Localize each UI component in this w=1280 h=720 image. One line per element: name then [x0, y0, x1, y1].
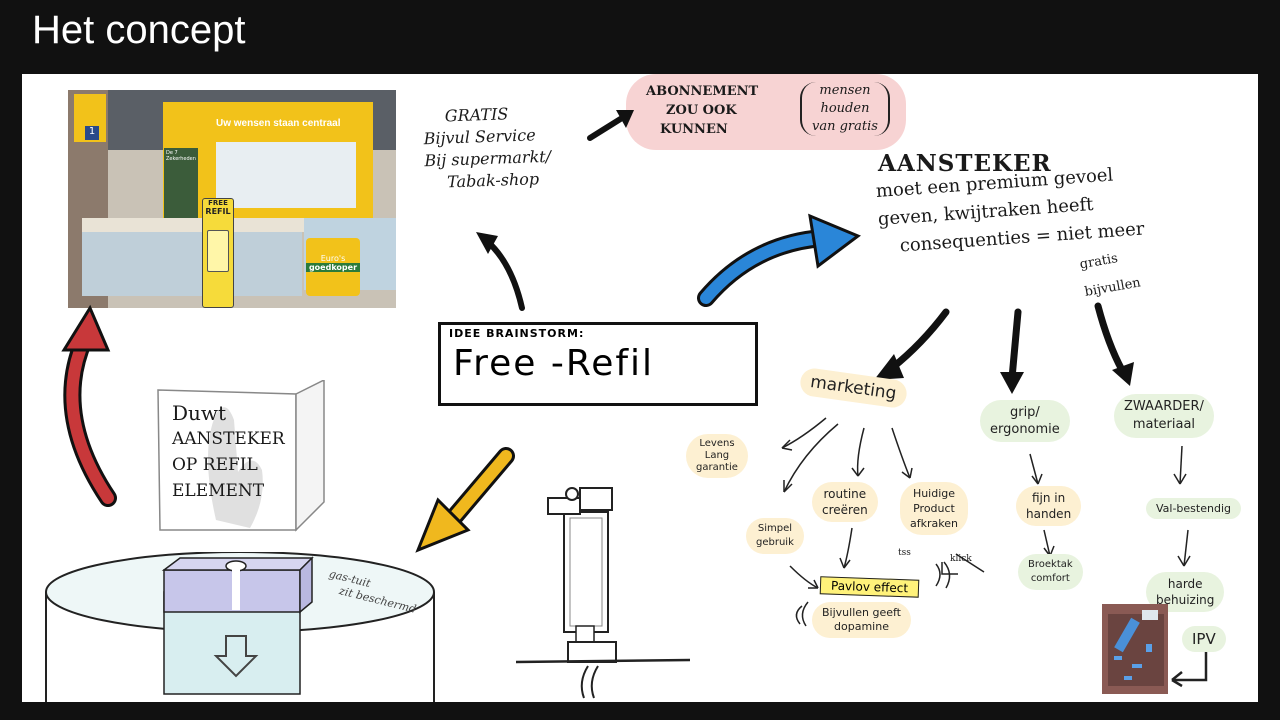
- routine-line: routine: [823, 487, 867, 501]
- yellow-arrow: [441, 447, 515, 531]
- item-levenslang: Levens Lang garantie: [686, 434, 748, 478]
- lighter-note: AANSTEKER moet een premium gevoel geven,…: [875, 150, 1145, 300]
- item-pavlov: Pavlov effect: [819, 576, 920, 598]
- sound-tss: tss: [898, 548, 911, 558]
- item-routine: routine creëren: [812, 482, 878, 522]
- box-line: ELEMENT: [172, 481, 265, 501]
- store-sign-board: De 7 Zekerheden: [164, 148, 198, 218]
- lighter-sketch: [515, 487, 691, 699]
- huidige-line: Huidige: [912, 487, 956, 500]
- box-sketch: Duwt AANSTEKER OP REFIL ELEMENT: [156, 380, 328, 534]
- pillar-label-2: goedkoper: [306, 263, 360, 272]
- comfort-line: Broektak: [1028, 559, 1073, 570]
- slide-title: Het concept: [32, 8, 246, 52]
- lighter-title: AANSTEKER: [878, 150, 1052, 177]
- handen-line: fijn in: [1031, 491, 1066, 505]
- item-simpel: Simpel gebruik: [746, 518, 804, 554]
- item-dopamine: Bijvullen geeft dopamine: [812, 602, 911, 638]
- levenslang-line: garantie: [696, 462, 738, 473]
- dopamine-line: Bijvullen geeft: [822, 606, 901, 619]
- store-banner: Uw wensen staan centraal: [216, 118, 341, 129]
- zwaarder-line: ZWAARDER/: [1124, 399, 1204, 414]
- item-ipv: IPV: [1182, 626, 1226, 652]
- subscription-aside: houden: [820, 101, 870, 116]
- concept-canvas: 1 Uw wensen staan centraal De 7 Zekerhed…: [22, 74, 1258, 702]
- item-val: Val-bestendig: [1146, 498, 1241, 519]
- grip-line: ergonomie: [990, 422, 1060, 437]
- zwaarder-line: materiaal: [1132, 417, 1196, 432]
- subscription-line: ZOU OOK: [666, 103, 737, 118]
- item-handen: fijn in handen: [1016, 486, 1082, 526]
- brainstorm-box: IDEE BRAINSTORM: Free -Refil: [438, 322, 758, 406]
- harde-line: harde: [1167, 577, 1203, 591]
- levenslang-line: Lang: [704, 450, 730, 461]
- red-arrow: [63, 331, 117, 507]
- item-comfort: Broektak comfort: [1018, 554, 1083, 590]
- brainstorm-label: IDEE BRAINSTORM:: [449, 327, 585, 340]
- store-sign-title: De 7 Zekerheden: [166, 150, 196, 162]
- store-photo: 1 Uw wensen staan centraal De 7 Zekerhed…: [68, 90, 396, 308]
- subscription-aside: mensen: [819, 83, 871, 98]
- box-line: Duwt: [172, 401, 227, 425]
- item-huidige: Huidige Product afkraken: [900, 482, 968, 535]
- subscription-line: KUNNEN: [660, 122, 728, 137]
- broken-lighter-photo: [1102, 604, 1168, 694]
- branch-grip: grip/ ergonomie: [980, 400, 1070, 442]
- device-sketch: [45, 552, 435, 702]
- handen-line: handen: [1026, 507, 1072, 521]
- sound-klick: klick: [950, 554, 972, 564]
- dopamine-line: dopamine: [834, 620, 889, 633]
- subscription-bubble: ABONNEMENT ZOU OOK KUNNEN mensen houden …: [626, 74, 906, 150]
- comfort-line: comfort: [1030, 573, 1070, 584]
- gratis-arrow: [485, 239, 525, 311]
- huidige-line: afkraken: [910, 517, 958, 530]
- branch-marketing: marketing: [798, 366, 909, 410]
- subscription-arrow: [587, 115, 625, 141]
- harde-line: behuizing: [1156, 593, 1215, 607]
- box-line: OP REFIL: [172, 455, 258, 475]
- blue-arrow: [697, 229, 831, 307]
- simpel-line: gebruik: [756, 537, 794, 548]
- gratis-line: Tabak-shop: [446, 169, 540, 192]
- subscription-line: ABONNEMENT: [646, 84, 759, 99]
- refil-station: FREE REFIL: [202, 198, 234, 308]
- pillar-label-1: Euro's: [320, 254, 346, 263]
- routine-line: creëren: [822, 503, 868, 517]
- huidige-line: Product: [913, 502, 955, 515]
- box-line: AANSTEKER: [172, 429, 285, 449]
- store-pillar: Euro's goedkoper: [306, 238, 360, 296]
- branch-zwaarder: ZWAARDER/ materiaal: [1114, 394, 1214, 438]
- product-label-bottom: REFIL: [205, 207, 231, 216]
- simpel-line: Simpel: [757, 523, 793, 534]
- lighter-aside: gratis bijvullen: [1078, 250, 1142, 300]
- brainstorm-title: Free -Refil: [453, 343, 655, 384]
- subscription-aside: van gratis: [812, 119, 878, 134]
- store-sign-number: 1: [85, 126, 99, 140]
- grip-line: grip/: [1009, 405, 1040, 420]
- levenslang-line: Levens: [699, 438, 735, 449]
- product-label-top: FREE: [208, 199, 228, 207]
- gratis-note: GRATIS Bijvul Service Bij supermarkt/ Ta…: [423, 102, 553, 194]
